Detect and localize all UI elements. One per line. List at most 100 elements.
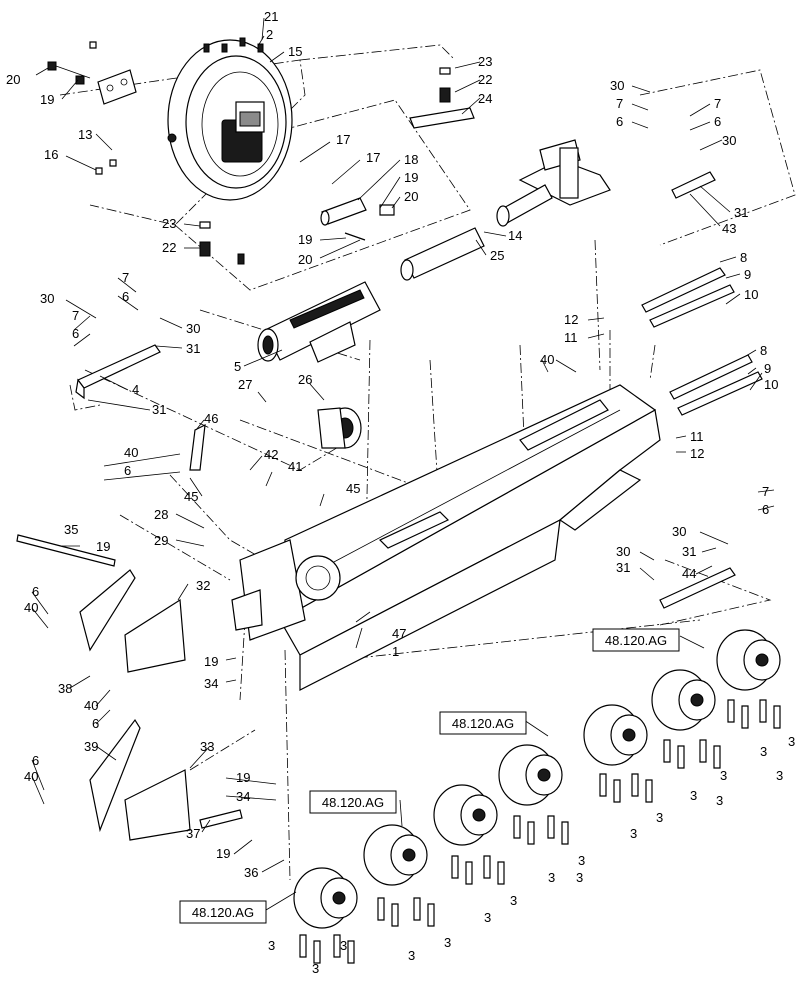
callout-12b: 12: [690, 446, 704, 461]
track-adjuster: [257, 139, 611, 363]
roller: [583, 704, 648, 766]
callout-16: 16: [44, 147, 58, 162]
callout-9b: 9: [764, 361, 771, 376]
callout-3: 3: [788, 734, 795, 749]
callout-7e: 7: [762, 484, 769, 499]
callout-24: 24: [478, 91, 492, 106]
callout-8: 8: [740, 250, 747, 265]
callout-10: 10: [744, 287, 758, 302]
callout-19d: 19: [96, 539, 110, 554]
callout-26: 26: [298, 372, 312, 387]
callout-14: 14: [508, 228, 522, 243]
callouts: 21 2 15 20 19 13 16 23 22 24 17 17 18 19…: [6, 9, 778, 880]
callout-3: 3: [720, 768, 727, 783]
callout-27: 27: [238, 377, 252, 392]
callout-6f: 6: [32, 584, 39, 599]
callout-3: 3: [690, 788, 697, 803]
ref-label[interactable]: 48.120.AG: [322, 795, 384, 810]
callout-39: 39: [84, 739, 98, 754]
callout-33: 33: [200, 739, 214, 754]
callout-22: 22: [478, 72, 492, 87]
callout-32: 32: [196, 578, 210, 593]
callout-17b: 17: [366, 150, 380, 165]
callout-23b: 23: [162, 216, 176, 231]
callout-41: 41: [288, 459, 302, 474]
callout-9: 9: [744, 267, 751, 282]
callout-6g: 6: [92, 716, 99, 731]
roller: [293, 867, 358, 929]
callout-29: 29: [154, 533, 168, 548]
callout-40e: 40: [24, 769, 38, 784]
callout-20b: 20: [404, 189, 418, 204]
callout-40: 40: [540, 352, 554, 367]
ref-box-1[interactable]: 48.120.AG: [592, 628, 680, 652]
callout-3: 3: [630, 826, 637, 841]
callout-19c: 19: [298, 232, 312, 247]
callout-10b: 10: [764, 377, 778, 392]
callout-7c: 7: [122, 270, 129, 285]
callout-19: 19: [40, 92, 54, 107]
callout-37: 37: [186, 826, 200, 841]
callout-30b: 30: [722, 133, 736, 148]
callout-3: 3: [576, 870, 583, 885]
ref-box-4[interactable]: 48.120.AG: [179, 900, 267, 924]
ref-box-3[interactable]: 48.120.AG: [309, 790, 397, 814]
callout-30: 30: [610, 78, 624, 93]
callout-45: 45: [184, 489, 198, 504]
ref-label[interactable]: 48.120.AG: [192, 905, 254, 920]
callout-23: 23: [478, 54, 492, 69]
callout-11b: 11: [690, 429, 704, 444]
callout-19f: 19: [236, 770, 250, 785]
callout-6b: 6: [714, 114, 721, 129]
bracket-44: [659, 567, 736, 609]
callout-7b: 7: [714, 96, 721, 111]
leader-lines: [31, 17, 775, 911]
callout-40d: 40: [84, 698, 98, 713]
track-rollers: [293, 629, 781, 929]
callout-21: 21: [264, 9, 278, 24]
roller: [498, 744, 563, 806]
callout-6: 6: [616, 114, 623, 129]
idler-wheel: [167, 39, 293, 201]
callout-45b: 45: [346, 481, 360, 496]
callout-11: 11: [564, 330, 578, 345]
callout-3: 3: [760, 744, 767, 759]
callout-44: 44: [682, 566, 696, 581]
callout-3: 3: [510, 893, 517, 908]
callout-6e: 6: [124, 463, 131, 478]
callout-38: 38: [58, 681, 72, 696]
callout-3: 3: [548, 870, 555, 885]
callout-28: 28: [154, 507, 168, 522]
roller: [651, 669, 716, 731]
callout-43: 43: [722, 221, 736, 236]
ref-label[interactable]: 48.120.AG: [452, 716, 514, 731]
callout-34: 34: [204, 676, 218, 691]
callout-6i: 6: [762, 502, 769, 517]
callout-46: 46: [204, 411, 218, 426]
callout-30c: 30: [40, 291, 54, 306]
callout-18: 18: [404, 152, 418, 167]
callout-3: 3: [656, 810, 663, 825]
roller-bolts: [299, 699, 781, 964]
callout-5: 5: [234, 359, 241, 374]
roller-callouts: 3 3 3 3 3 3 3 3 3 3 3 3 3 3 3 3 3 3: [268, 734, 795, 976]
guides-8-9: [641, 267, 763, 416]
callout-19e: 19: [204, 654, 218, 669]
ref-label[interactable]: 48.120.AG: [605, 633, 667, 648]
callout-13: 13: [78, 127, 92, 142]
callout-17: 17: [336, 132, 350, 147]
callout-20: 20: [6, 72, 20, 87]
bracket-43: [671, 171, 716, 199]
callout-3: 3: [578, 853, 585, 868]
callout-7d: 7: [72, 308, 79, 323]
roller: [716, 629, 781, 691]
pin-18: [320, 197, 367, 226]
callout-3: 3: [268, 938, 275, 953]
ref-box-2[interactable]: 48.120.AG: [439, 711, 527, 735]
callout-3: 3: [408, 948, 415, 963]
callout-31d: 31: [682, 544, 696, 559]
callout-22b: 22: [162, 240, 176, 255]
callout-20c: 20: [298, 252, 312, 267]
assembly-boundaries: [59, 44, 796, 881]
